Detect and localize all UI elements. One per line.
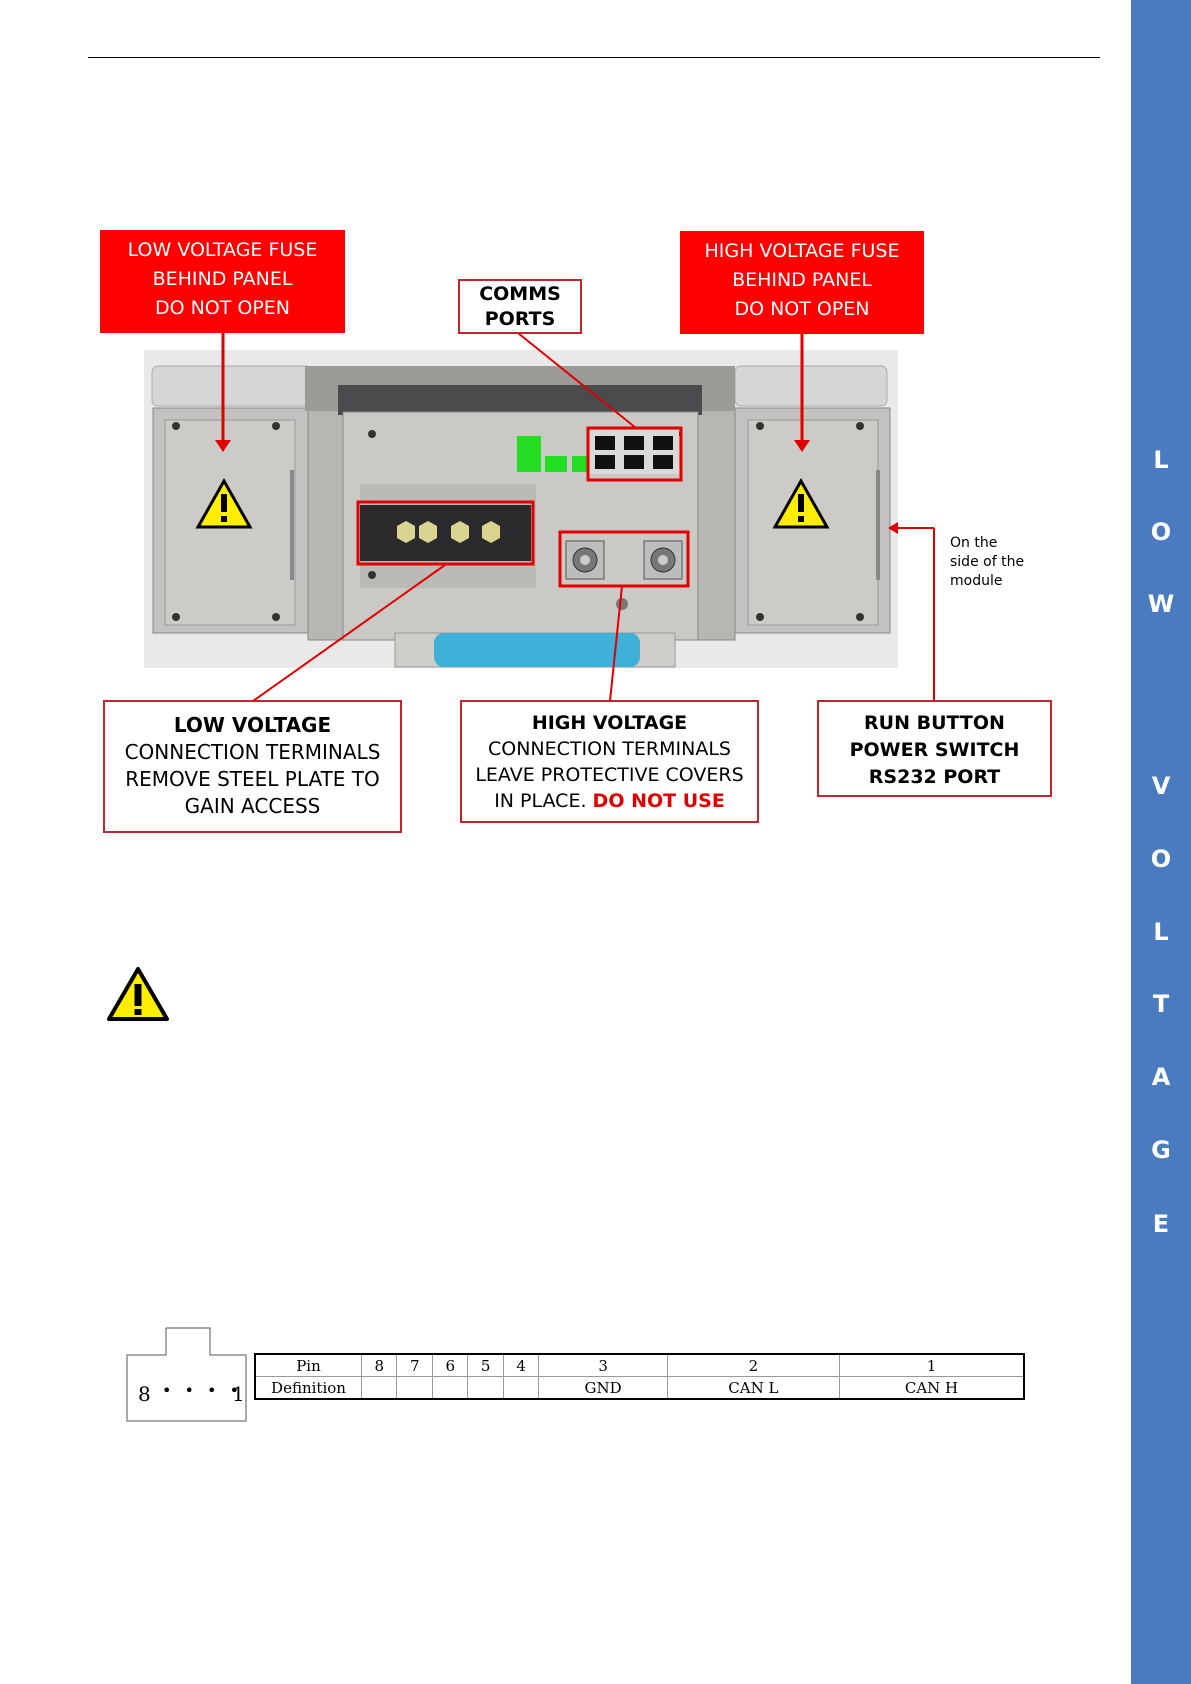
header-rule: [88, 57, 1100, 58]
lv-terminals-line: CONNECTION TERMINALS: [124, 740, 381, 764]
lv-terminals-line: REMOVE STEEL PLATE TO: [125, 767, 380, 791]
lv-fuse-line: DO NOT OPEN: [154, 297, 291, 319]
hv-terminals-line: CONNECTION TERMINALS: [487, 738, 731, 760]
hv-terminals-line: IN PLACE.: [494, 790, 593, 812]
pin-definition: CAN L: [666, 1376, 841, 1400]
pin-definition: [396, 1376, 433, 1400]
sidebar-letter: A: [1151, 1063, 1171, 1091]
comms-ports-callout: COMMS PORTS: [458, 279, 582, 334]
run-button-line: RS232 PORT: [868, 766, 1001, 788]
connector-dots: • • • •: [162, 1381, 244, 1400]
hv-terminals-line: LEAVE PROTECTIVE COVERS: [475, 764, 744, 786]
pin-definition: [360, 1376, 398, 1400]
lv-fuse-line: LOW VOLTAGE FUSE: [127, 239, 318, 261]
comms-line: PORTS: [484, 308, 556, 330]
hv-fuse-line: BEHIND PANEL: [732, 269, 872, 291]
sidebar-letter: O: [1150, 845, 1172, 873]
lv-fuse-callout: LOW VOLTAGE FUSE BEHIND PANEL DO NOT OPE…: [100, 230, 345, 333]
row-label: Definition: [254, 1376, 362, 1400]
battery-module-diagram: [144, 332, 935, 702]
sidebar-letter: V: [1151, 772, 1171, 800]
lv-terminals-title: LOW VOLTAGE: [173, 713, 332, 737]
pin-number: 2: [666, 1353, 841, 1377]
run-button-callout: RUN BUTTON POWER SWITCH RS232 PORT: [817, 700, 1052, 797]
pin-number: 7: [396, 1353, 433, 1377]
pin-definition: [502, 1376, 540, 1400]
table-row: Pin 8 7 6 5 4 3 2 1: [254, 1353, 1025, 1377]
connector-pin-8-label: 8: [138, 1382, 151, 1406]
pin-number: 6: [431, 1353, 469, 1377]
hv-terminals-callout: HIGH VOLTAGE CONNECTION TERMINALS LEAVE …: [460, 700, 759, 823]
pin-definition: CAN H: [839, 1376, 1025, 1400]
sidebar-letter: W: [1147, 590, 1175, 618]
sidebar-band: [1131, 0, 1191, 1684]
sidebar-letter: E: [1152, 1210, 1170, 1238]
pin-number: 3: [538, 1353, 668, 1377]
sidebar-letter: T: [1152, 990, 1170, 1018]
pin-definition-table: Pin 8 7 6 5 4 3 2 1 Definition GND CAN L…: [254, 1353, 1025, 1400]
side-note-line: On the: [950, 535, 998, 551]
sidebar-letter: O: [1150, 518, 1172, 546]
run-button-line: RUN BUTTON: [864, 712, 1005, 734]
comms-line: COMMS: [479, 283, 561, 305]
warning-triangle-icon: [107, 967, 169, 1021]
hv-terminals-title: HIGH VOLTAGE: [531, 712, 688, 734]
row-label: Pin: [254, 1353, 362, 1377]
hv-fuse-line: DO NOT OPEN: [734, 298, 870, 320]
lv-terminals-line: GAIN ACCESS: [184, 794, 321, 818]
side-note: On the side of the module: [950, 534, 1040, 591]
side-note-line: side of the: [950, 554, 1025, 570]
pin-definition: [431, 1376, 469, 1400]
hv-fuse-line: HIGH VOLTAGE FUSE: [704, 240, 900, 262]
side-note-line: module: [950, 573, 1003, 589]
lv-fuse-line: BEHIND PANEL: [152, 268, 293, 290]
sidebar-letter: L: [1153, 446, 1169, 474]
lv-terminals-callout: LOW VOLTAGE CONNECTION TERMINALS REMOVE …: [103, 700, 402, 833]
connector-pin-1-label: 1: [232, 1382, 245, 1406]
pin-number: 8: [360, 1353, 398, 1377]
do-not-use-warning: DO NOT USE: [592, 790, 725, 812]
run-button-line: POWER SWITCH: [849, 739, 1020, 761]
table-row: Definition GND CAN L CAN H: [254, 1376, 1025, 1400]
rj45-connector-outline: [126, 1327, 247, 1422]
hv-fuse-callout: HIGH VOLTAGE FUSE BEHIND PANEL DO NOT OP…: [680, 231, 924, 334]
pin-definition: [467, 1376, 504, 1400]
sidebar-letter: L: [1153, 918, 1169, 946]
pin-definition: GND: [538, 1376, 668, 1400]
sidebar-letter: G: [1151, 1136, 1171, 1164]
pin-number: 5: [467, 1353, 504, 1377]
pin-number: 4: [502, 1353, 540, 1377]
pin-number: 1: [839, 1353, 1025, 1377]
